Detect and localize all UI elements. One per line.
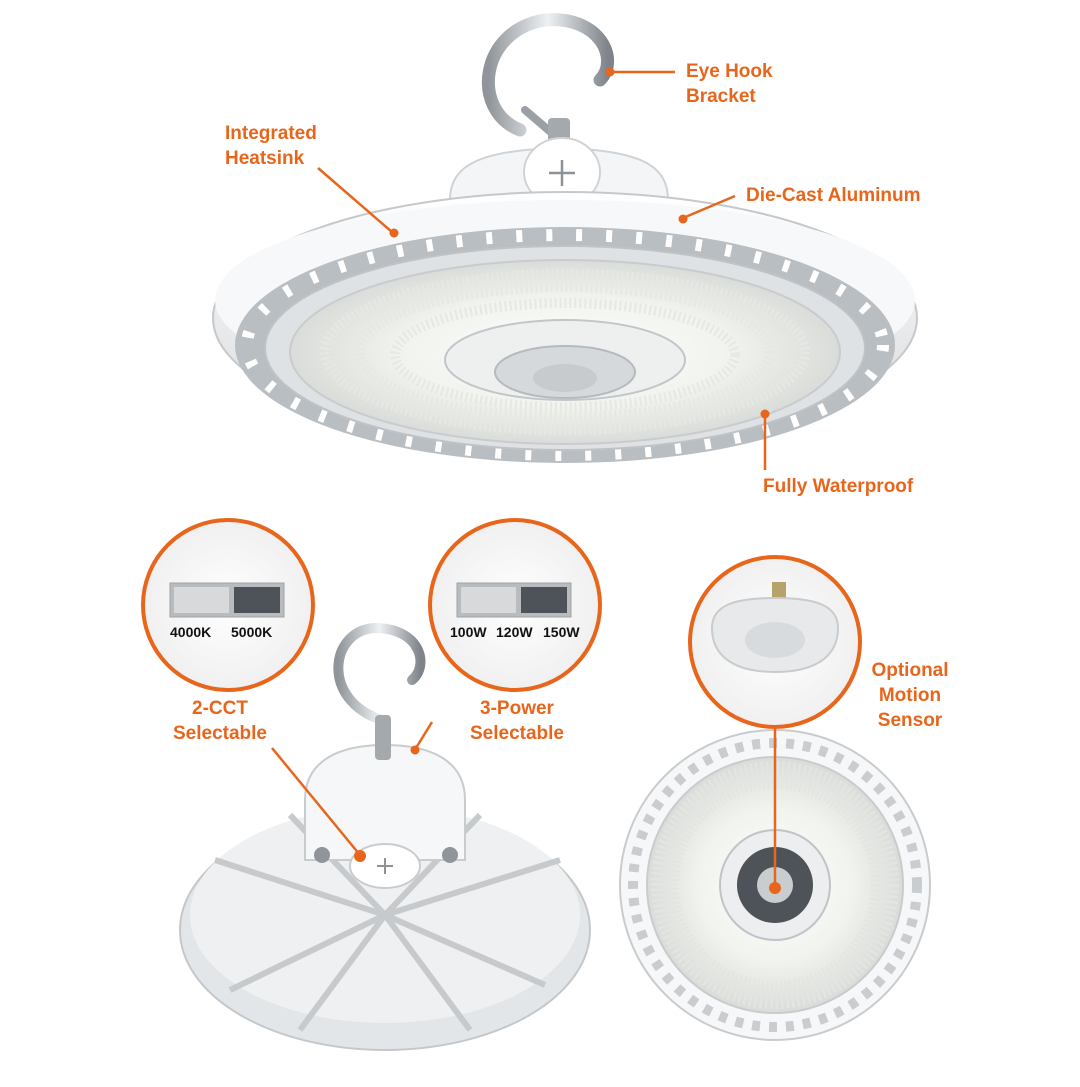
label-eye-hook-line2: Bracket	[686, 86, 756, 107]
back-eye-hook	[333, 622, 426, 725]
power-option-150w: 150W	[543, 624, 580, 640]
cct-option-4000k: 4000K	[170, 624, 212, 640]
power-switch	[456, 582, 572, 618]
leader-heatsink	[317, 167, 393, 233]
label-eye-hook: Eye Hook Bracket	[686, 59, 773, 109]
label-power-line1: 3-Power	[480, 698, 554, 719]
cct-switch	[169, 582, 285, 618]
label-sensor-line1: Optional	[871, 660, 949, 681]
label-cct-line1: 2-CCT	[192, 698, 248, 719]
power-option-100w: 100W	[450, 624, 487, 640]
label-sensor: Optional Motion Sensor	[860, 658, 960, 733]
cct-option-5000k: 5000K	[231, 624, 273, 640]
leader-die-cast	[682, 194, 736, 220]
label-power-line2: Selectable	[470, 723, 564, 744]
label-eye-hook-line1: Eye Hook	[686, 61, 773, 82]
leader-cct	[271, 747, 361, 856]
leader-lines	[271, 70, 777, 888]
label-die-cast: Die-Cast Aluminum	[746, 185, 921, 206]
main-highbay-light	[212, 13, 918, 463]
motion-sensor	[710, 582, 840, 674]
power-option-120w: 120W	[496, 624, 533, 640]
eye-hook	[481, 13, 615, 137]
label-sensor-line3: Sensor	[877, 710, 943, 731]
label-cct: 2-CCT Selectable	[155, 696, 285, 746]
label-power: 3-Power Selectable	[452, 696, 582, 746]
label-heatsink-line2: Heatsink	[225, 148, 305, 169]
label-cct-line2: Selectable	[173, 723, 267, 744]
leader-dots	[354, 67, 781, 894]
label-heatsink-line1: Integrated	[225, 123, 317, 144]
label-sensor-line2: Motion	[878, 685, 942, 706]
leader-power	[414, 721, 434, 749]
back-view-light	[179, 622, 591, 1051]
front-view-light	[619, 729, 931, 1041]
label-heatsink: Integrated Heatsink	[225, 121, 317, 171]
label-waterproof: Fully Waterproof	[763, 476, 914, 497]
